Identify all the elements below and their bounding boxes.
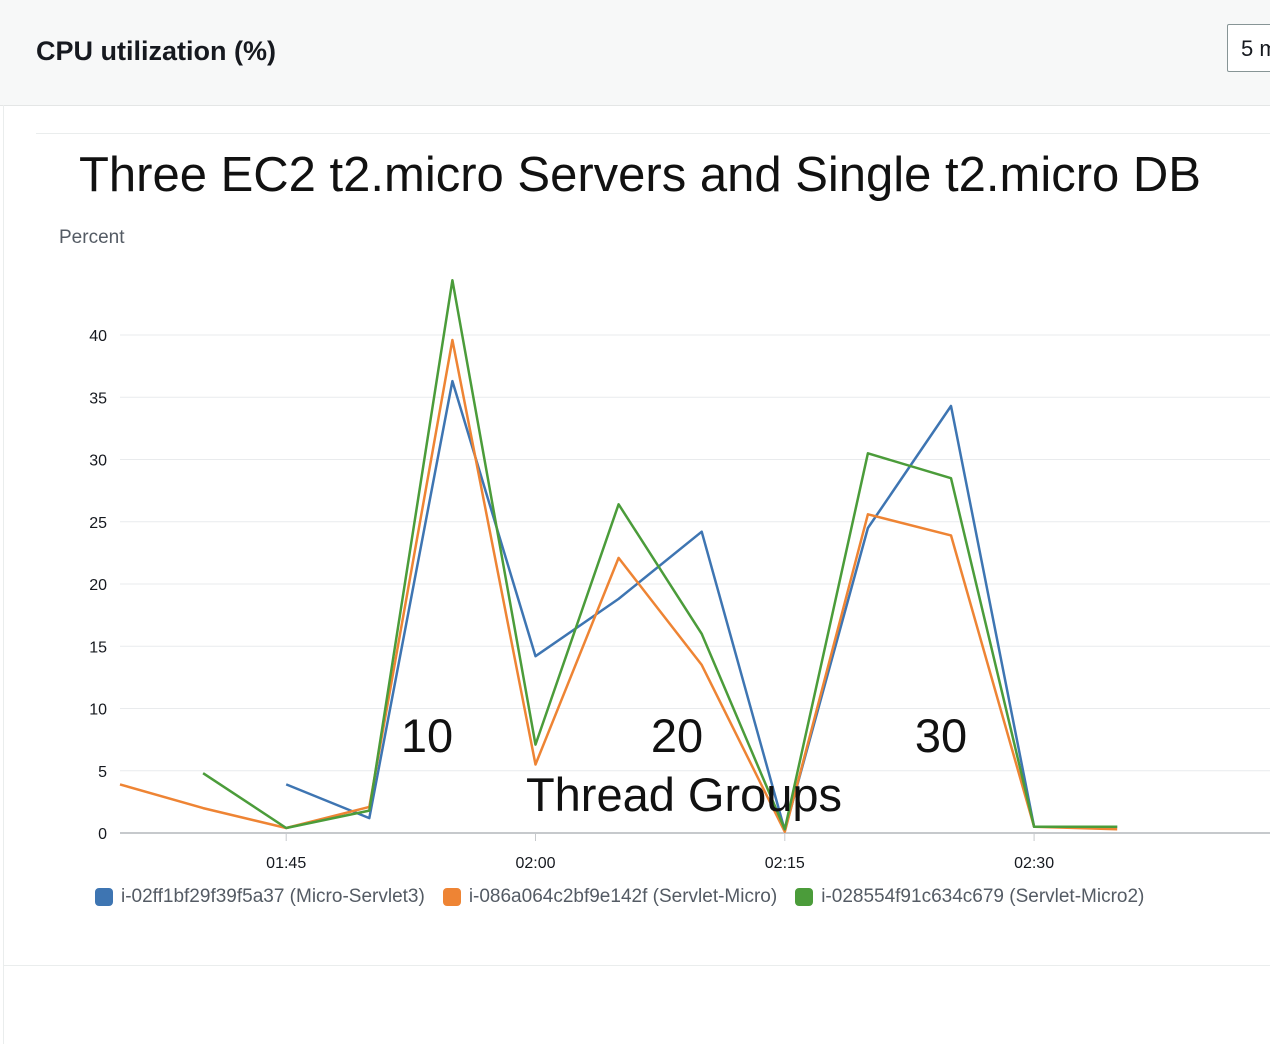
annotation-20: 20	[651, 709, 703, 762]
legend-swatch	[442, 888, 461, 906]
legend-item-servlet-micro[interactable]: i-086a064c2bf9e142f (Servlet-Micro)	[442, 886, 778, 908]
annotation-10: 10	[401, 709, 453, 762]
y-tick-label: 25	[89, 515, 107, 532]
legend-swatch	[795, 888, 814, 906]
legend-item-servlet-micro2[interactable]: i-028554f91c634c679 (Servlet-Micro2)	[795, 886, 1144, 908]
series-line-2[interactable]	[202, 278, 1118, 831]
y-axis-label: Percent	[59, 227, 125, 248]
annotation-30: 30	[915, 709, 967, 762]
y-tick-label: 15	[89, 639, 107, 656]
legend-swatch	[95, 888, 113, 906]
widget-header: CPU utilization (%) 5 m	[0, 0, 1270, 106]
chart-title: Three EC2 t2.micro Servers and Single t2…	[79, 148, 1201, 202]
series-line-1[interactable]	[119, 338, 1118, 834]
panel-left-border	[3, 105, 4, 1044]
x-tick-label: 02:30	[1014, 855, 1054, 872]
series-line-0[interactable]	[285, 379, 1118, 832]
y-tick-label: 5	[98, 764, 107, 781]
x-tick-label: 01:45	[266, 855, 306, 872]
chart-gridlines	[120, 334, 1270, 772]
y-tick-label: 20	[89, 577, 107, 594]
legend-label: i-086a064c2bf9e142f (Servlet-Micro)	[468, 886, 778, 907]
annotation-thread-groups: Thread Groups	[526, 768, 842, 821]
chart-divider-top	[36, 133, 1270, 134]
legend-label: i-028554f91c634c679 (Servlet-Micro2)	[821, 886, 1145, 907]
y-tick-label: 35	[89, 390, 107, 407]
legend-item-micro-servlet3[interactable]: i-02ff1bf29f39f5a37 (Micro-Servlet3)	[95, 886, 425, 908]
chart-legend: i-02ff1bf29f39f5a37 (Micro-Servlet3) i-0…	[95, 886, 1162, 908]
y-tick-label: 0	[98, 826, 107, 843]
period-select-value: 5 m	[1241, 36, 1270, 61]
x-tick-label: 02:15	[765, 855, 805, 872]
y-tick-label: 10	[89, 702, 107, 719]
y-tick-label: 40	[89, 328, 107, 345]
y-tick-label: 30	[89, 453, 107, 470]
legend-label: i-02ff1bf29f39f5a37 (Micro-Servlet3)	[121, 886, 425, 907]
chart-series	[119, 278, 1118, 834]
x-tick-label: 02:00	[515, 855, 555, 872]
period-select[interactable]: 5 m	[1227, 24, 1270, 72]
chart-divider-bottom	[3, 965, 1270, 966]
widget-title: CPU utilization (%)	[36, 36, 276, 66]
